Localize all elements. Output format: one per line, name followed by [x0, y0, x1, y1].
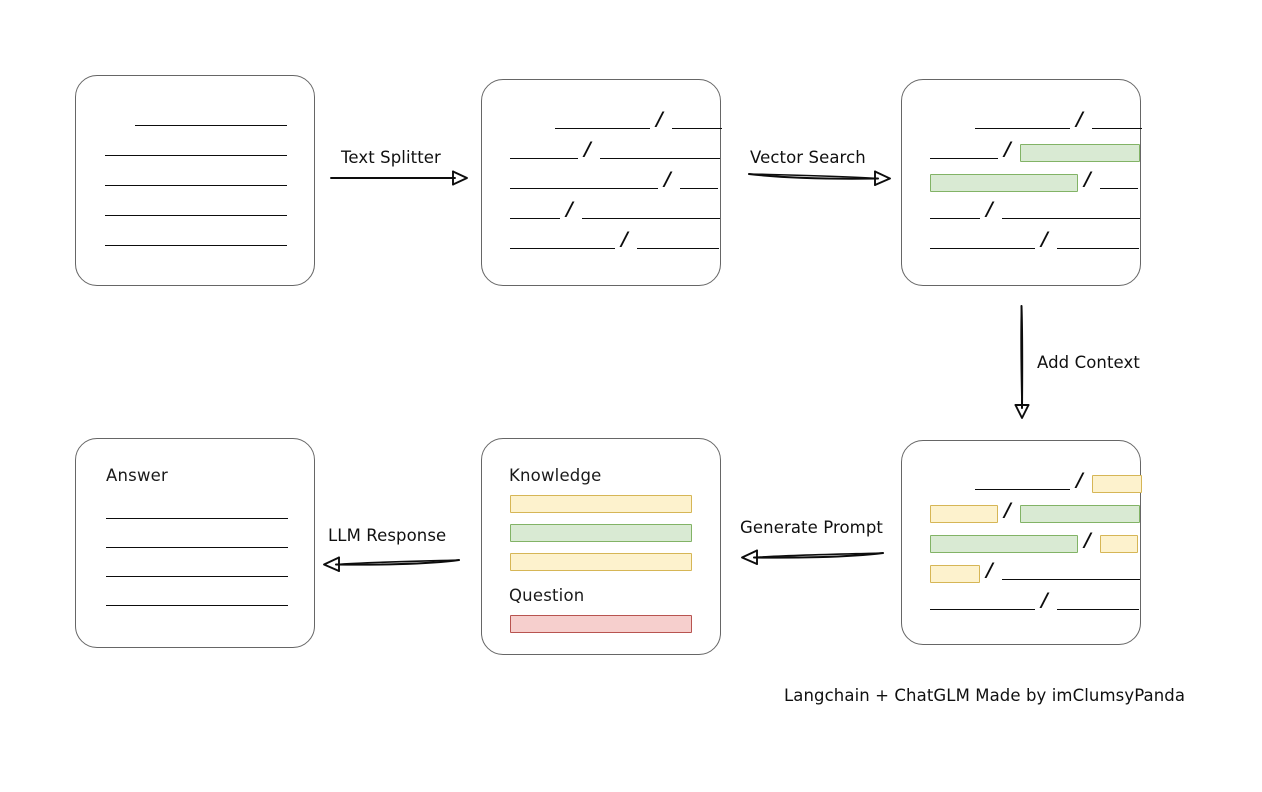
question-bar [510, 615, 692, 633]
context-chunks-chip [1100, 535, 1138, 553]
matched_chunks-chip [1020, 144, 1140, 162]
answer-line [106, 605, 288, 606]
context-chunks-separator: / [1076, 469, 1083, 491]
matched_chunks-line-segment [975, 128, 1070, 129]
edge-label-add-context: Add Context [1037, 353, 1140, 372]
context-chunks-separator: / [1004, 499, 1011, 521]
question-label: Question [509, 586, 585, 605]
edge-label-generate-prompt: Generate Prompt [740, 518, 883, 537]
split_chunks-line-segment [600, 158, 720, 159]
matched_chunks-line-segment [1092, 128, 1142, 129]
context-chunks-line-segment [930, 609, 1035, 610]
split_chunks-separator: / [584, 138, 591, 160]
edge-label-llm-response: LLM Response [328, 526, 447, 545]
split_chunks-line-segment [672, 128, 722, 129]
source-document-line [105, 155, 287, 156]
matched_chunks-chip [930, 174, 1078, 192]
matched_chunks-line-segment [930, 248, 1035, 249]
matched_chunks-separator: / [1076, 108, 1083, 130]
split_chunks-separator: / [664, 168, 671, 190]
arrow-add-context [1014, 305, 1030, 419]
split_chunks-separator: / [656, 108, 663, 130]
answer-line [106, 547, 288, 548]
context-chunks-line-segment [1057, 609, 1139, 610]
knowledge-bar [510, 495, 692, 513]
matched_chunks-line-segment [1057, 248, 1139, 249]
matched_chunks-line-segment [1100, 188, 1138, 189]
matched_chunks-line-segment [930, 218, 980, 219]
node-answer[interactable] [75, 438, 315, 648]
split_chunks-line-segment [582, 218, 720, 219]
context-chunks-line-segment [975, 489, 1070, 490]
context-chunks-separator: / [986, 559, 993, 581]
knowledge-label: Knowledge [509, 466, 602, 485]
context-chunks-chip [930, 505, 998, 523]
context-chunks-chip [1092, 475, 1142, 493]
matched_chunks-separator: / [1004, 138, 1011, 160]
node-split-chunks[interactable] [481, 79, 721, 286]
split_chunks-line-segment [680, 188, 718, 189]
matched_chunks-line-segment [930, 158, 998, 159]
split_chunks-line-segment [510, 248, 615, 249]
arrow-vector-search [748, 170, 891, 186]
context-chunks-chip [930, 565, 980, 583]
answer-line [106, 576, 288, 577]
context-chunks-chip [1020, 505, 1140, 523]
matched_chunks-separator: / [1084, 168, 1091, 190]
footer-caption: Langchain + ChatGLM Made by imClumsyPand… [784, 686, 1186, 705]
split_chunks-separator: / [566, 198, 573, 220]
knowledge-bar [510, 524, 692, 542]
matched_chunks-separator: / [1041, 228, 1048, 250]
source-document-line [135, 125, 287, 126]
split_chunks-line-segment [510, 218, 560, 219]
edge-label-text-splitter: Text Splitter [341, 148, 441, 167]
source-document-line [105, 215, 287, 216]
matched_chunks-separator: / [986, 198, 993, 220]
knowledge-bar [510, 553, 692, 571]
matched_chunks-line-segment [1002, 218, 1140, 219]
context-chunks-separator: / [1084, 529, 1091, 551]
source-document-line [105, 245, 287, 246]
edge-label-vector-search: Vector Search [750, 148, 866, 167]
split_chunks-separator: / [621, 228, 628, 250]
arrow-generate-prompt [741, 549, 884, 565]
arrow-text-splitter [330, 170, 468, 186]
context-chunks-line-segment [1002, 579, 1140, 580]
source-document-line [105, 185, 287, 186]
node-source-document[interactable] [75, 75, 315, 286]
answer-line [106, 518, 288, 519]
split_chunks-line-segment [637, 248, 719, 249]
split_chunks-line-segment [510, 158, 578, 159]
context-chunks-chip [930, 535, 1078, 553]
arrow-llm-response [323, 556, 460, 572]
split_chunks-line-segment [510, 188, 658, 189]
context-chunks-separator: / [1041, 589, 1048, 611]
answer-label: Answer [106, 466, 168, 485]
split_chunks-line-segment [555, 128, 650, 129]
